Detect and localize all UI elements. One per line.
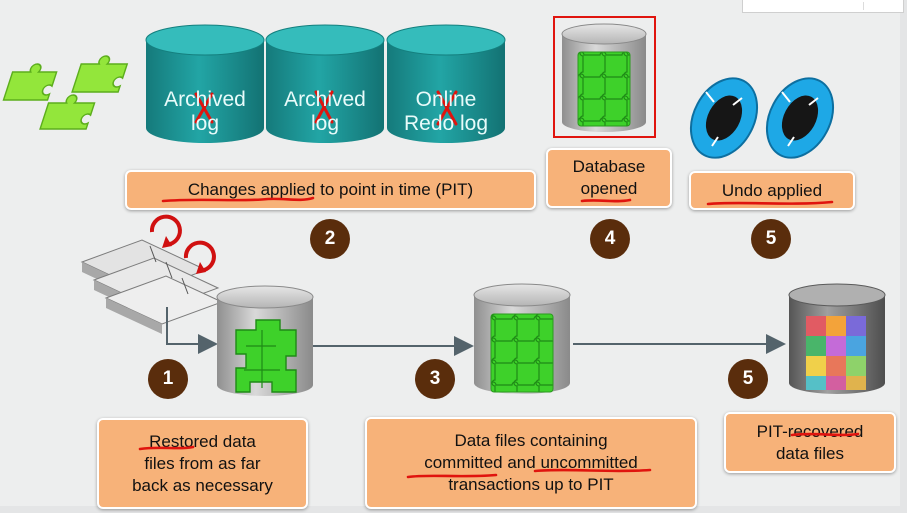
archived-log-cylinder-2 [265, 24, 385, 143]
frame-edge-bottom [0, 506, 907, 513]
step-1-badge: 1 [148, 359, 188, 399]
changes-applied-label: Changes applied to point in time (PIT) [125, 170, 536, 210]
red-x-icon-2 [314, 90, 334, 124]
undo-disc-icon-1 [689, 77, 759, 159]
archived-log-cylinder-1 [145, 24, 265, 143]
online-redo-log-cylinder [386, 24, 506, 143]
undo-applied-label: Undo applied [689, 171, 855, 210]
step-3-badge: 3 [415, 359, 455, 399]
undo-disc-icon-2 [765, 77, 835, 159]
red-x-icon-3 [436, 90, 458, 126]
overlay-toolbar-fragment [742, 0, 904, 13]
pit-recovered-database-cylinder [788, 283, 886, 394]
opened-database-cylinder [561, 23, 647, 132]
red-x-icon-1 [194, 92, 214, 124]
changes-applied-database-cylinder [473, 283, 571, 394]
frame-edge-right [900, 0, 907, 513]
arrow-backup-to-restore [166, 307, 218, 354]
step-4-badge: 4 [590, 219, 630, 259]
red-x-marks [194, 90, 458, 126]
step-5-badge-top: 5 [751, 219, 791, 259]
database-highlight-frame [553, 16, 656, 138]
puzzle-pieces-icon [2, 55, 129, 130]
backup-files-icon [80, 214, 224, 334]
step-2-badge: 2 [310, 219, 350, 259]
step-5-badge-bottom: 5 [728, 359, 768, 399]
restored-database-cylinder [216, 285, 314, 396]
